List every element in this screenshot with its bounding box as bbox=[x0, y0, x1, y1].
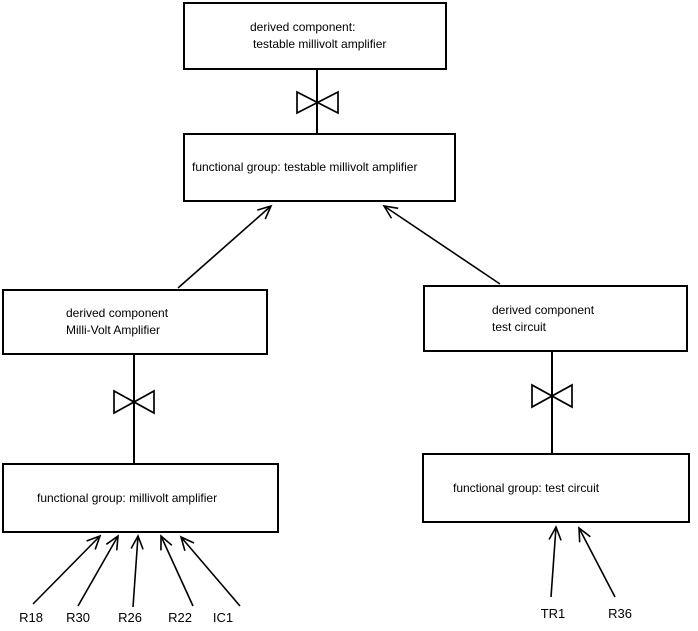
node-derived-millivolt-amplifier: derived component Milli-Volt Amplifier bbox=[2, 289, 268, 355]
component-label-r36: R36 bbox=[608, 606, 632, 621]
node-derived-testable-amplifier: derived component: testable millivolt am… bbox=[183, 2, 447, 70]
bowtie-connector-top-icon bbox=[296, 90, 339, 115]
arrow-r18-to-millivolt-group bbox=[32, 534, 102, 605]
node-text-line: derived component: bbox=[250, 20, 356, 34]
node-group-test-circuit: functional group: test circuit bbox=[422, 453, 690, 523]
node-text-line: test circuit bbox=[492, 319, 547, 334]
node-text-line: derived component bbox=[66, 306, 169, 320]
node-text-line: derived component bbox=[492, 302, 595, 317]
node-text-line: testable millivolt amplifier bbox=[253, 37, 387, 51]
arrow-millivolt-to-testable-group bbox=[177, 204, 273, 289]
arrow-ic1-to-millivolt-group bbox=[179, 535, 241, 607]
arrow-r22-to-millivolt-group bbox=[160, 534, 194, 607]
node-text-line: functional group: millivolt amplifier bbox=[37, 490, 218, 505]
node-group-millivolt-amplifier: functional group: millivolt amplifier bbox=[2, 463, 279, 533]
component-label-r26: R26 bbox=[118, 610, 142, 625]
bowtie-connector-right-icon bbox=[531, 383, 573, 409]
node-derived-test-circuit: derived component test circuit bbox=[423, 285, 688, 352]
node-text-line: functional group: test circuit bbox=[453, 480, 600, 495]
bowtie-connector-left-icon bbox=[113, 389, 155, 415]
component-label-ic1: IC1 bbox=[212, 610, 234, 625]
arrow-r36-to-test-group bbox=[578, 526, 616, 598]
component-label-r30: R30 bbox=[66, 610, 90, 625]
component-label-r18: R18 bbox=[19, 610, 43, 625]
component-label-tr1: TR1 bbox=[540, 606, 566, 621]
node-group-testable-amplifier: functional group: testable millivolt amp… bbox=[183, 133, 456, 202]
component-label-r22: R22 bbox=[168, 610, 192, 625]
arrow-r26-to-millivolt-group bbox=[130, 534, 144, 608]
arrow-testcircuit-to-testable-group bbox=[382, 204, 501, 285]
arrow-r30-to-millivolt-group bbox=[77, 534, 119, 607]
arrow-tr1-to-test-group bbox=[548, 525, 562, 598]
node-text-line: Milli-Volt Amplifier bbox=[66, 323, 161, 337]
node-text-line: functional group: testable millivolt amp… bbox=[192, 160, 418, 174]
